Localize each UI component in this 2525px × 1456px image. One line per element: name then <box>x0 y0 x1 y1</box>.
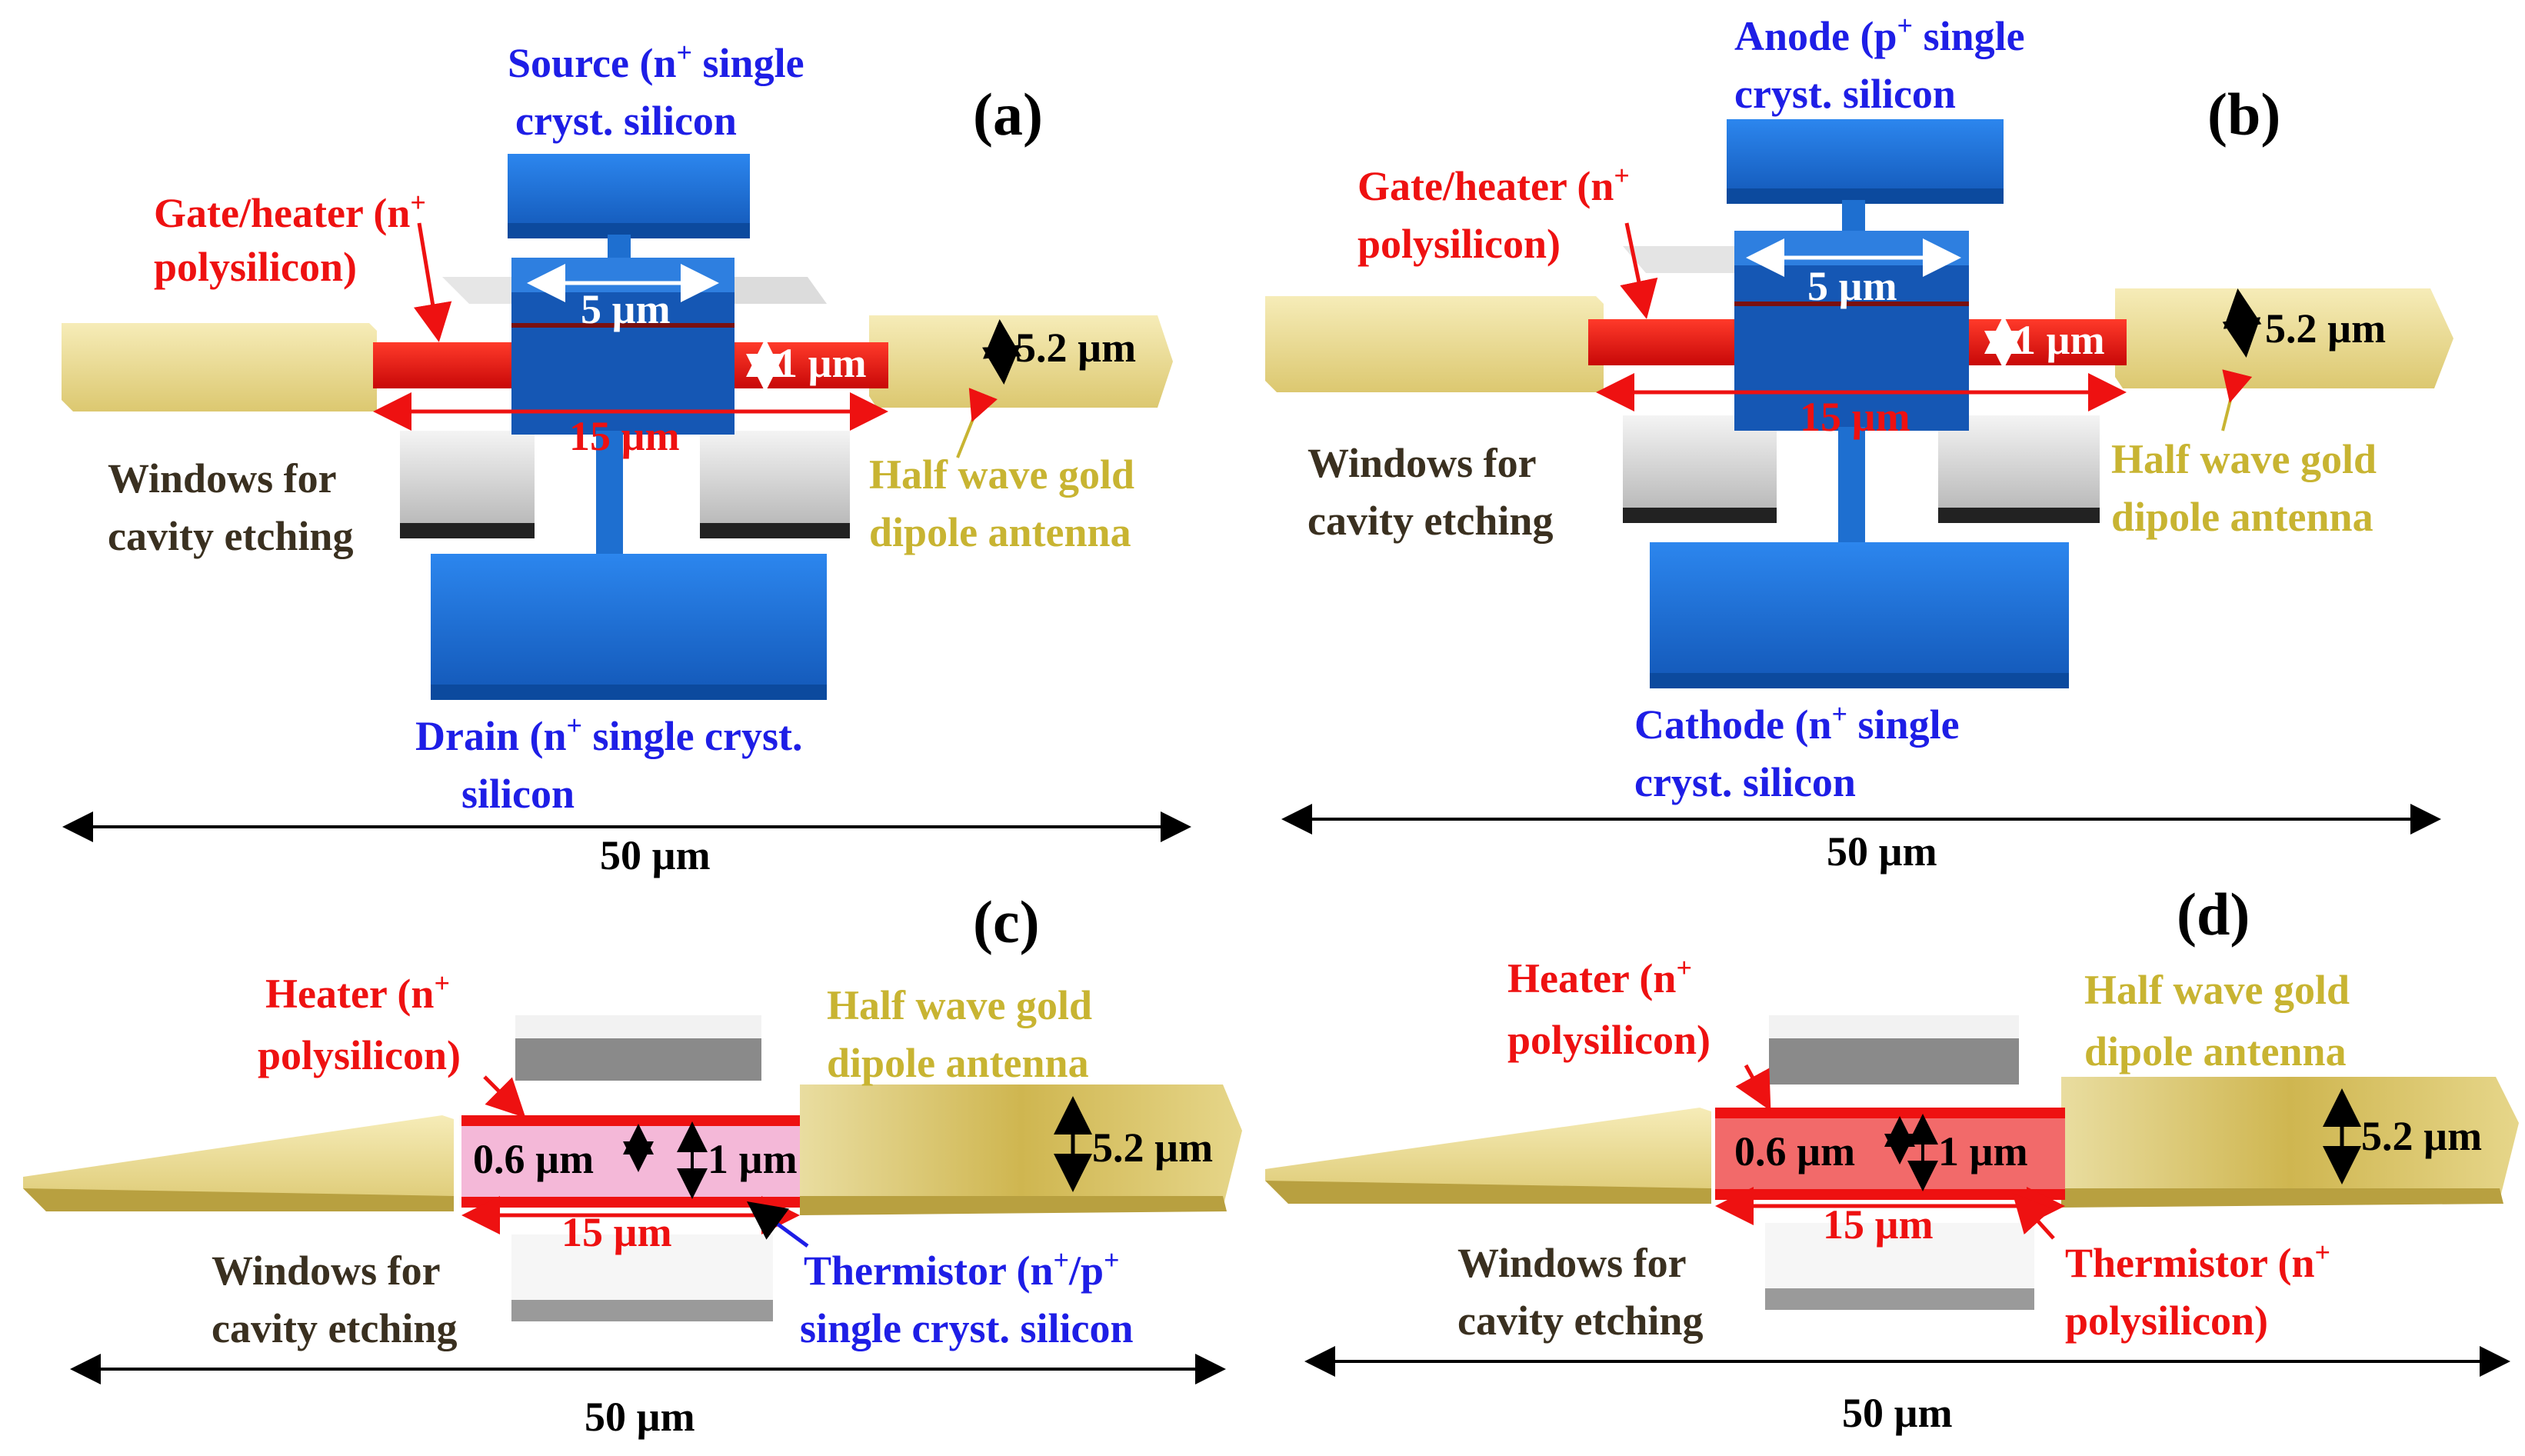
gate-label-line2: polysilicon) <box>154 244 357 290</box>
scale-label: 50 µm <box>1827 828 1937 875</box>
antenna-label: Half wave gold <box>2084 967 2350 1013</box>
antenna-label: Half wave gold <box>2111 436 2377 482</box>
gold-antenna <box>1265 296 1604 392</box>
width-5-2um: 5.2 µm <box>2361 1113 2482 1159</box>
cavity-window <box>400 431 535 527</box>
cathode-label: Cathode (n+ single <box>1634 698 1960 748</box>
width-5um: 5 µm <box>581 286 671 332</box>
thermistor-label-line2: polysilicon) <box>2065 1298 2268 1344</box>
width-15um: 15 µm <box>1800 394 1910 440</box>
windows-label: Windows for <box>1307 440 1537 486</box>
cathode-pad <box>1650 542 2069 685</box>
gold-antenna <box>2115 288 2453 388</box>
gold-antenna <box>62 323 377 411</box>
gate-label: Gate/heater (n+ <box>154 187 426 236</box>
drain-label: Drain (n+ single cryst. <box>415 710 802 759</box>
windows-label-line2: cavity etching <box>108 513 353 559</box>
heater-label-line2: polysilicon) <box>1507 1017 1711 1063</box>
cavity-window <box>1623 415 1777 511</box>
gate-label: Gate/heater (n+ <box>1357 160 1630 209</box>
antenna-label-line2: dipole antenna <box>2084 1028 2347 1075</box>
width-0-6um: 0.6 µm <box>1734 1128 1855 1174</box>
scale-label: 50 µm <box>600 832 711 878</box>
source-label-line2: cryst. silicon <box>515 98 737 144</box>
width-0-6um: 0.6 µm <box>473 1136 594 1182</box>
panel-d: (d) Heater (n+ polysilicon) Half wave go… <box>1265 881 2519 1436</box>
windows-label: Windows for <box>212 1248 441 1294</box>
anode-label: Anode (p+ single <box>1734 10 2025 59</box>
panel-b: (b) Anode (p+ single cryst. silicon Gate… <box>1265 10 2453 875</box>
panel-label-d: (d) <box>2177 881 2250 948</box>
windows-label: Windows for <box>108 455 337 501</box>
scale-label: 50 µm <box>1842 1390 1953 1436</box>
gold-antenna <box>800 1085 1242 1211</box>
scale-label: 50 µm <box>585 1394 695 1440</box>
width-5-2um: 5.2 µm <box>1092 1124 1213 1171</box>
cavity-window <box>1938 415 2100 511</box>
thermistor-label: Thermistor (n+/p+ <box>804 1244 1120 1294</box>
drain-pad <box>431 554 827 696</box>
panel-a: (a) Source (n+ single cryst. silicon Gat… <box>62 37 1191 878</box>
width-1um: 1 µm <box>2015 317 2105 363</box>
width-1um: 1 µm <box>708 1136 798 1182</box>
thermistor-label-line2: single cryst. silicon <box>800 1305 1133 1351</box>
windows-label-line2: cavity etching <box>1457 1298 1703 1344</box>
cavity-window <box>511 1234 773 1308</box>
drain-label-line2: silicon <box>461 771 575 817</box>
cavity-window <box>700 431 850 527</box>
width-1um: 1 µm <box>777 340 867 386</box>
thermistor-label: Thermistor (n+ <box>2065 1237 2330 1286</box>
source-label: Source (n+ single <box>508 37 804 86</box>
anode-pad <box>1727 119 2004 200</box>
antenna-label: Half wave gold <box>869 451 1134 498</box>
antenna-label-line2: dipole antenna <box>2111 494 2373 540</box>
width-5-2um: 5.2 µm <box>1015 325 1136 371</box>
width-5-2um: 5.2 µm <box>2265 305 2386 352</box>
source-pad <box>508 154 750 235</box>
antenna-label: Half wave gold <box>827 982 1092 1028</box>
width-15um: 15 µm <box>1823 1201 1934 1248</box>
gold-antenna <box>1265 1108 1711 1204</box>
gate-label-line2: polysilicon) <box>1357 221 1561 267</box>
windows-label-line2: cavity etching <box>1307 498 1553 544</box>
gold-antenna <box>2061 1077 2519 1204</box>
panel-label-c: (c) <box>973 888 1040 955</box>
panel-c: (c) Heater (n+ polysilicon) Half wave go… <box>23 888 1242 1440</box>
width-5um: 5 µm <box>1807 263 1897 309</box>
width-1um: 1 µm <box>1938 1128 2028 1174</box>
cathode-label-line2: cryst. silicon <box>1634 759 1856 805</box>
windows-label: Windows for <box>1457 1240 1687 1286</box>
panel-label-b: (b) <box>2207 81 2280 148</box>
anode-label-line2: cryst. silicon <box>1734 71 1956 117</box>
gold-antenna <box>23 1115 454 1211</box>
cavity-window <box>1765 1223 2034 1296</box>
heater-label: Heater (n+ <box>1507 952 1692 1001</box>
width-15um: 15 µm <box>561 1209 672 1255</box>
windows-label-line2: cavity etching <box>212 1305 457 1351</box>
width-15um: 15 µm <box>569 413 680 459</box>
antenna-label-line2: dipole antenna <box>869 509 1131 555</box>
antenna-label-line2: dipole antenna <box>827 1040 1089 1086</box>
heater-label: Heater (n+ <box>265 968 450 1017</box>
panel-label-a: (a) <box>973 81 1043 148</box>
heater-label-line2: polysilicon) <box>258 1032 461 1078</box>
